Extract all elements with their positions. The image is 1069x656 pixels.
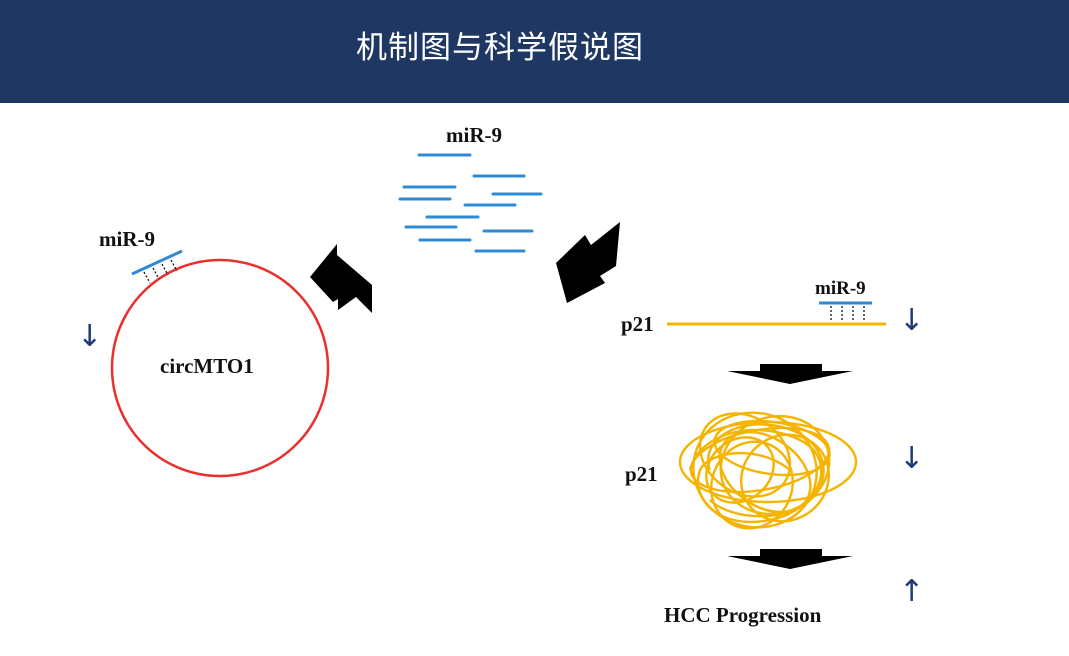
circmto1-ring (110, 258, 330, 478)
outcome-label: HCC Progression (664, 603, 822, 627)
circ-name-label: circMTO1 (160, 354, 254, 378)
outcome-trend-up-icon: ↑ (899, 574, 925, 609)
block-arrow-progression (727, 549, 853, 569)
p21-mirna-label: miR-9 (815, 278, 866, 299)
page-title: 机制图与科学假说图 (356, 30, 644, 66)
circ-bound-mirna (131, 249, 183, 284)
block-arrow-release (310, 244, 372, 313)
p21-mrna-label: p21 (621, 312, 654, 336)
free-mirna-label: miR-9 (446, 123, 502, 147)
free-mirna-pool (398, 153, 543, 253)
circ-mirna-label: miR-9 (99, 227, 155, 251)
p21-protein-scribble (678, 411, 858, 530)
block-arrow-bind (556, 222, 620, 303)
p21-mrna-trend-down-icon: ↓ (899, 303, 925, 338)
circ-trend-down-icon: ↓ (77, 319, 103, 354)
p21-protein-trend-down-icon: ↓ (899, 441, 925, 476)
block-arrow-translation (727, 364, 853, 384)
p21-bound-mirna (819, 301, 872, 320)
header-bar: 机制图与科学假说图 (0, 0, 1069, 103)
p21-protein-label: p21 (625, 462, 658, 486)
